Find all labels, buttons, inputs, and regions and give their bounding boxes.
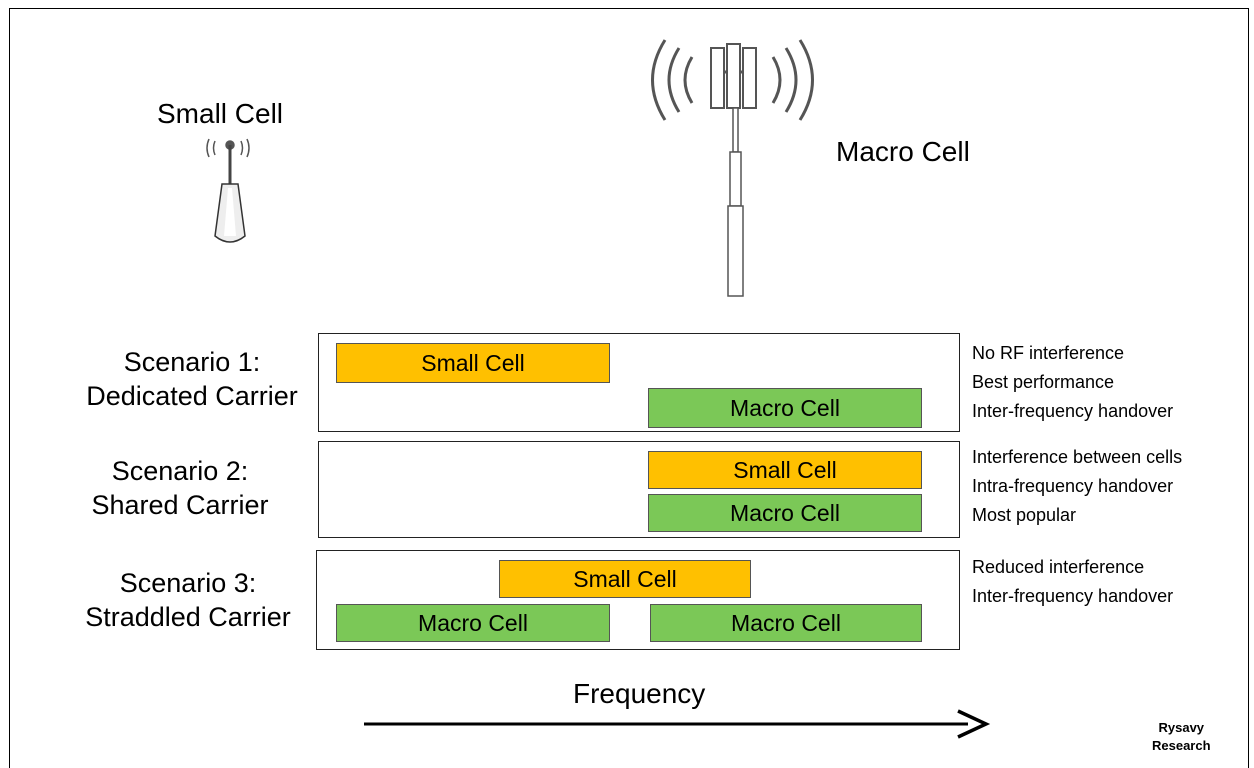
frequency-arrow-icon: [364, 709, 991, 739]
scenario-2-label: Scenario 2: Shared Carrier: [30, 454, 330, 522]
note: Interference between cells: [972, 447, 1183, 467]
scenario-3-subtitle: Straddled Carrier: [85, 602, 291, 632]
scenario-3-title: Scenario 3:: [119, 568, 257, 598]
scenario-2-subtitle: Shared Carrier: [91, 490, 269, 520]
note: Intra-frequency handover: [972, 476, 1174, 496]
note: Inter-frequency handover: [972, 586, 1174, 606]
credit-line-2: Research: [1152, 738, 1211, 753]
scenario-2-title: Scenario 2:: [111, 456, 249, 486]
note: Inter-frequency handover: [972, 401, 1174, 421]
scenario-3-macro-cell-band-left: Macro Cell: [336, 604, 610, 642]
scenario-3-small-cell-band: Small Cell: [499, 560, 751, 598]
macro-cell-tower-icon: [651, 39, 814, 297]
small-cell-antenna-icon: [206, 138, 250, 243]
scenario-1-label: Scenario 1: Dedicated Carrier: [42, 345, 342, 413]
scenario-2-notes: Interference between cells Intra-frequen…: [972, 443, 1182, 530]
note: No RF interference: [972, 343, 1125, 363]
scenario-2-small-cell-band: Small Cell: [648, 451, 922, 489]
scenario-2-macro-cell-band: Macro Cell: [648, 494, 922, 532]
scenario-1-small-cell-band: Small Cell: [336, 343, 610, 383]
credit-label: Rysavy Research: [1152, 719, 1211, 755]
diagram-frame: [9, 8, 1249, 768]
scenario-3-macro-cell-band-right: Macro Cell: [650, 604, 922, 642]
scenario-1-macro-cell-band: Macro Cell: [648, 388, 922, 428]
small-cell-title: Small Cell: [157, 98, 284, 129]
credit-line-1: Rysavy: [1158, 720, 1205, 735]
scenario-3-label: Scenario 3: Straddled Carrier: [38, 566, 338, 634]
scenario-1-title: Scenario 1:: [123, 347, 261, 377]
note: Best performance: [972, 372, 1115, 392]
note: Reduced interference: [972, 557, 1145, 577]
macro-cell-title: Macro Cell: [836, 136, 970, 167]
scenario-3-notes: Reduced interference Inter-frequency han…: [972, 553, 1173, 611]
scenario-1-subtitle: Dedicated Carrier: [86, 381, 298, 411]
frequency-axis-label: Frequency: [573, 678, 706, 709]
note: Most popular: [972, 505, 1077, 525]
scenario-1-notes: No RF interference Best performance Inte…: [972, 339, 1173, 426]
